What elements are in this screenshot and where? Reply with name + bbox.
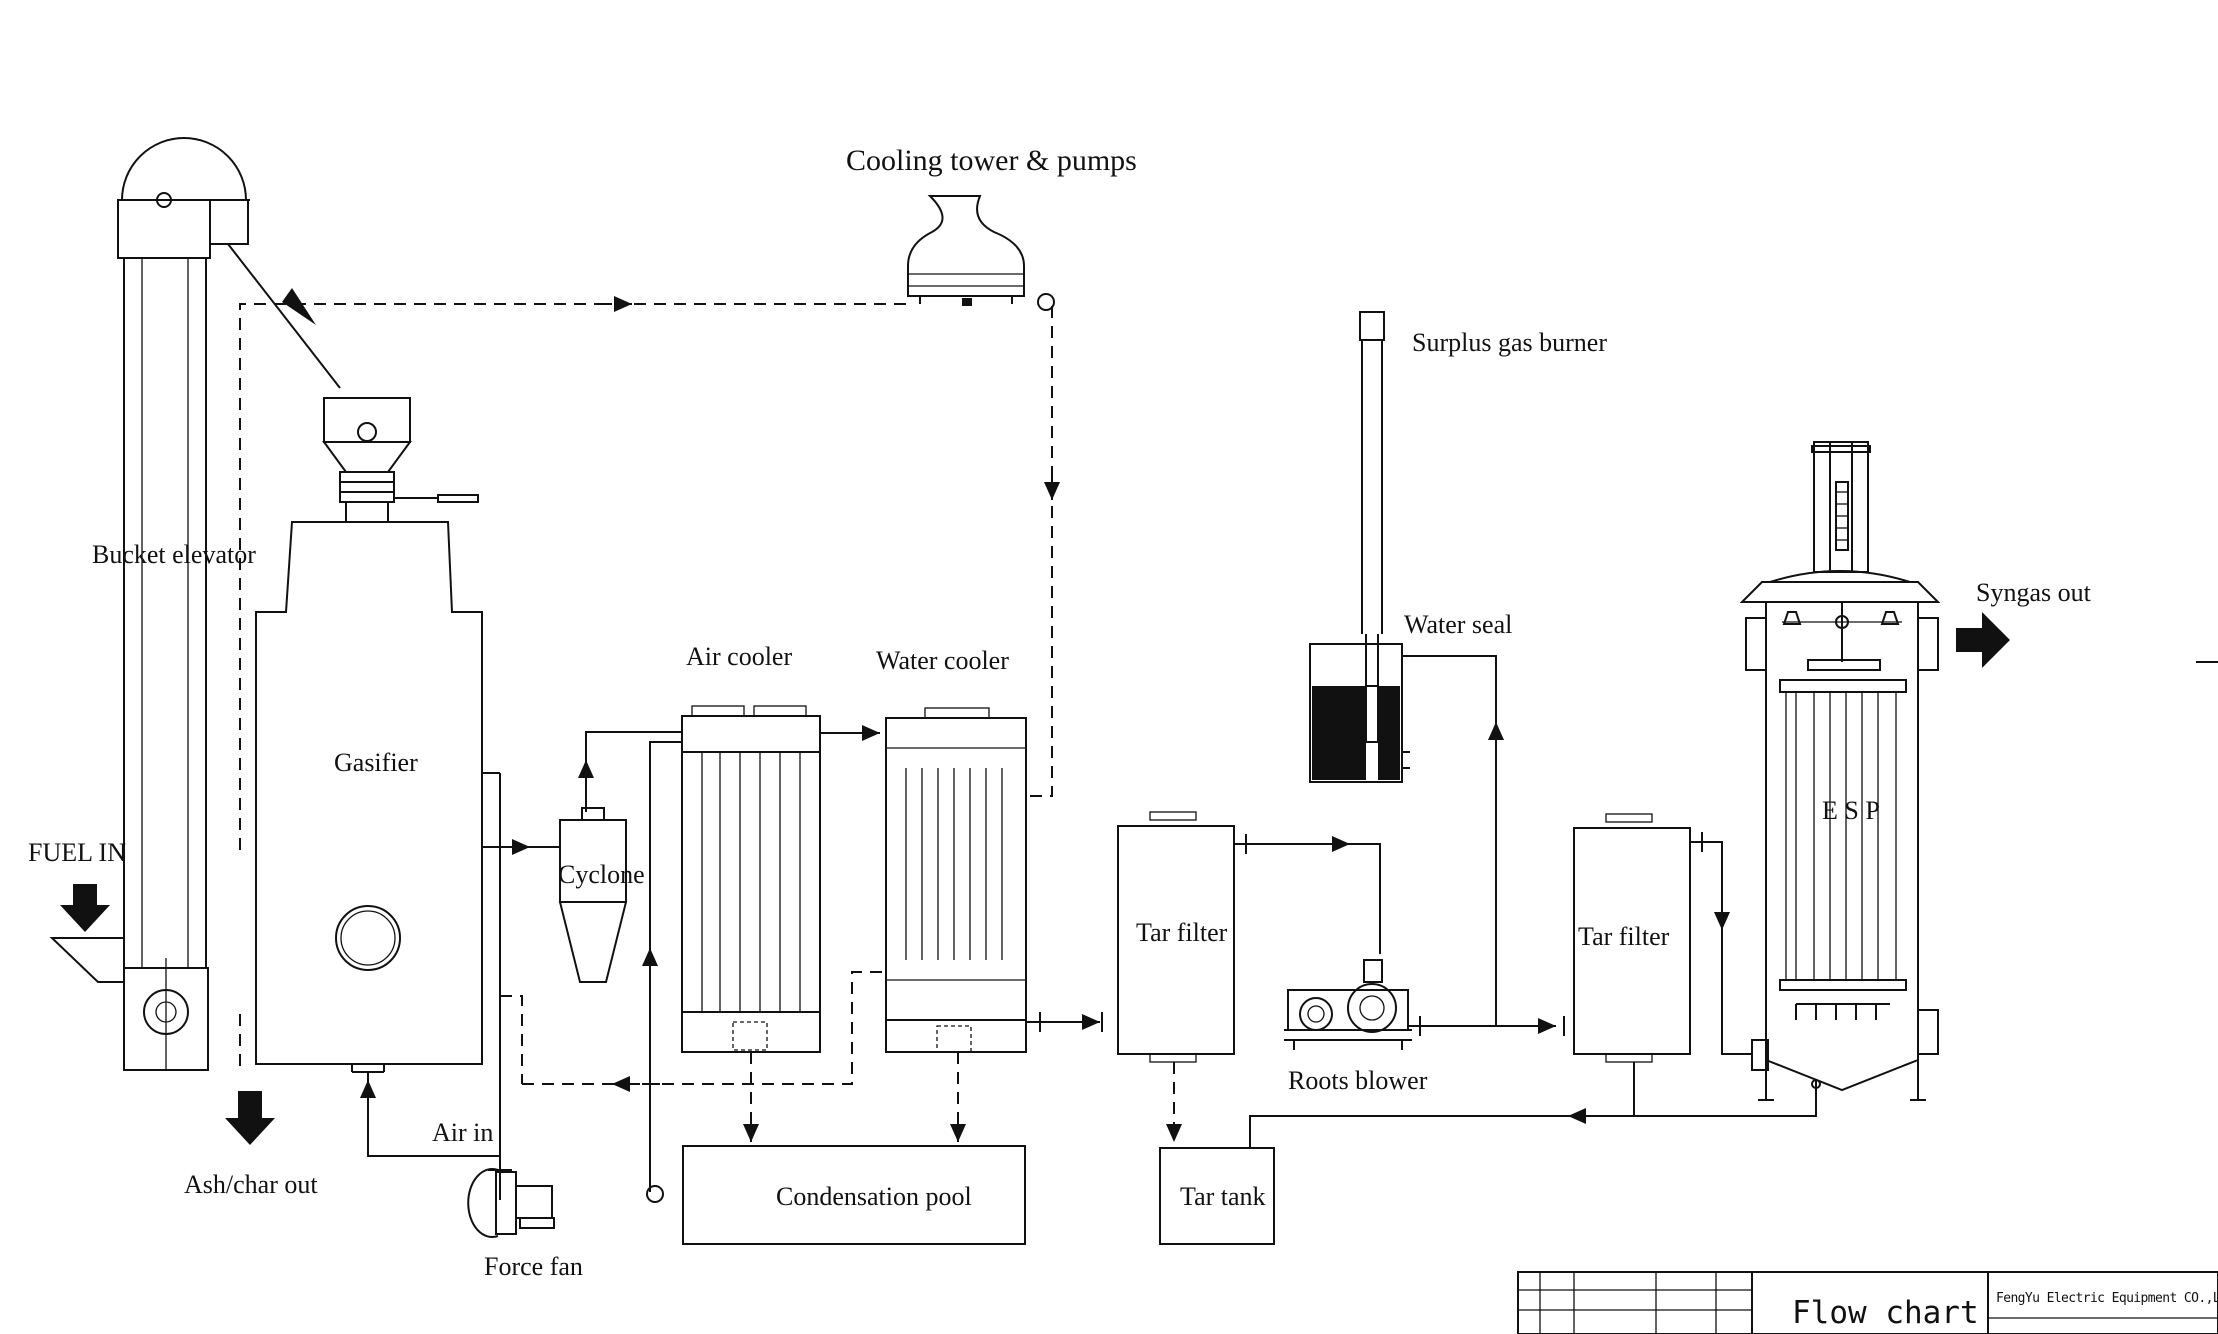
roots-blower [1284,959,1412,1050]
tar-filter-1-label: Tar filter [1136,918,1228,947]
water-cooler [885,707,1027,1053]
gasifier-label: Gasifier [334,748,418,777]
force-fan-label: Force fan [484,1252,583,1281]
air-in-label: Air in [432,1118,494,1147]
title-block-title: Flow chart [1792,1295,1979,1331]
bucket-elevator-label: Bucket elevator [92,540,256,569]
syngas-out-label: Syngas out [1976,578,2091,607]
condensation-pool [682,1145,1026,1245]
gasifier [255,397,483,1073]
ash-char-out-label: Ash/char out [184,1170,318,1199]
tar-tank [1159,1147,1275,1245]
cooling-tower [907,195,1055,311]
syngas-out-arrow [1956,612,2010,668]
surplus-gas-burner-label: Surplus gas burner [1412,328,1607,357]
cooling-tower-label: Cooling tower & pumps [846,144,1137,177]
tar-filter-1 [1117,811,1235,1063]
fuel-in-arrow [60,884,110,932]
bucket-elevator [49,137,341,1071]
esp-label: E S P [1822,796,1880,825]
air-cooler [681,705,821,1053]
air-cooler-label: Air cooler [686,642,793,671]
title-block [1517,1271,2218,1334]
cyclone-label: Cyclone [558,860,645,889]
title-block-company: FengYu Electric Equipment CO.,Ltd. [1996,1291,2218,1306]
surplus-gas-burner [1359,311,1385,740]
tar-filter-2 [1573,813,1691,1063]
water-cooler-label: Water cooler [876,646,1009,675]
water-seal [1309,634,1410,783]
water-seal-label: Water seal [1404,610,1513,639]
force-fan [467,1168,555,1238]
roots-blower-label: Roots blower [1288,1066,1428,1095]
tar-tank-label: Tar tank [1180,1182,1266,1211]
cyclone [558,807,628,983]
fuel-in-label: FUEL IN [28,838,126,867]
tar-filter-2-label: Tar filter [1578,922,1670,951]
condensation-pool-label: Condensation pool [776,1182,972,1211]
esp [1739,441,1941,1101]
ash-out-arrow [225,1091,275,1145]
